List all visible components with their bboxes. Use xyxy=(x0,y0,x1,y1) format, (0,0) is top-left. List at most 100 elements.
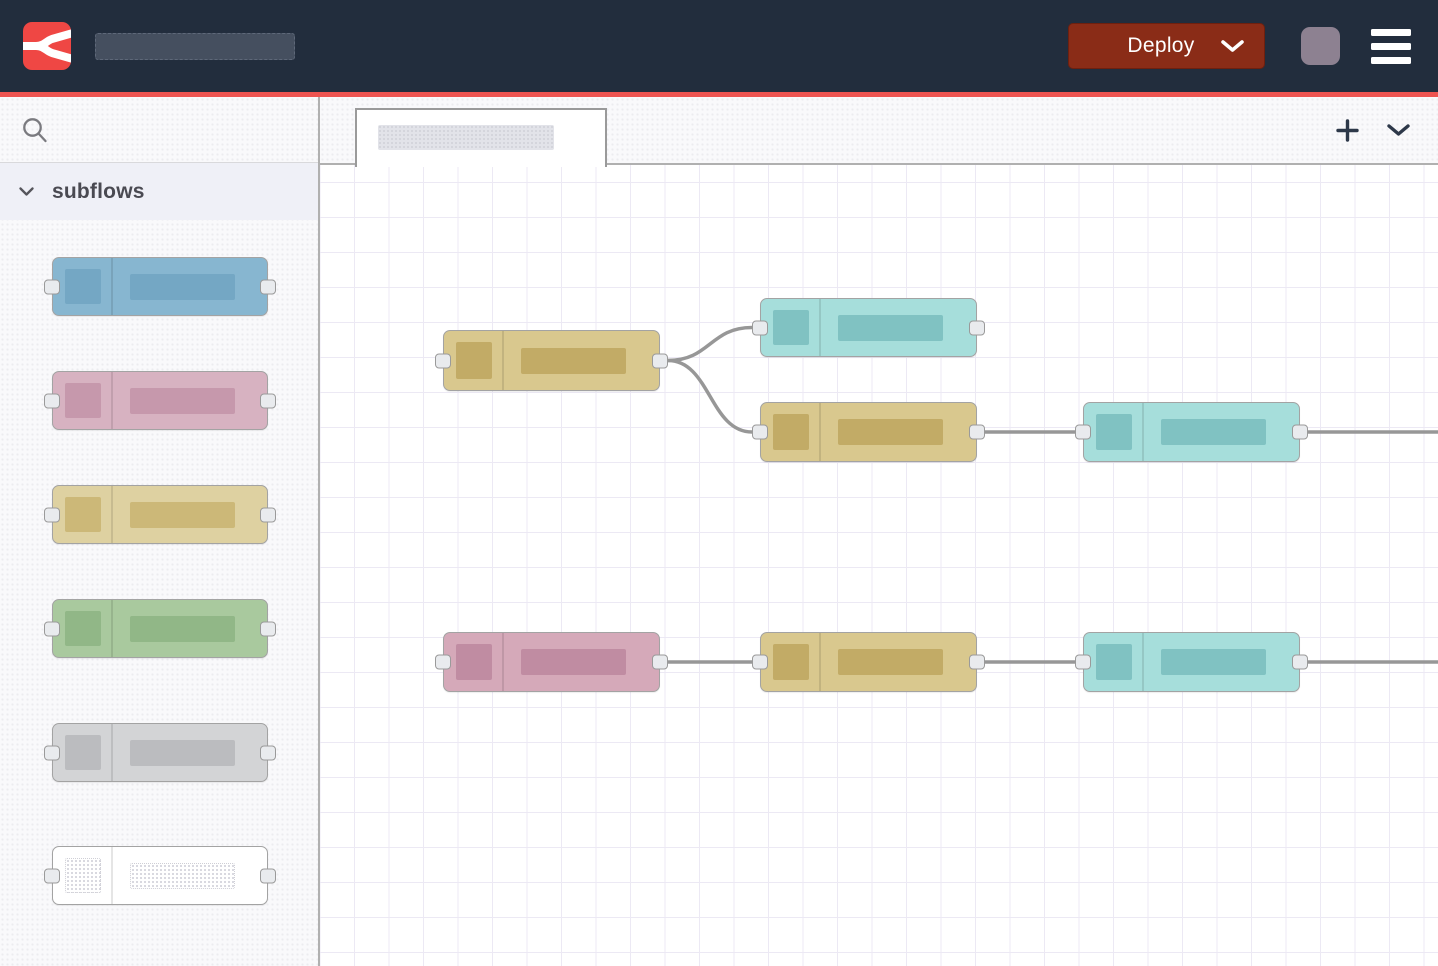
node-input-port[interactable] xyxy=(44,621,60,636)
node-label-placeholder xyxy=(130,501,235,528)
palette-node-green[interactable] xyxy=(44,599,276,658)
node-label-placeholder xyxy=(130,862,235,889)
flow-tab[interactable] xyxy=(355,108,607,167)
palette-node-yellow[interactable] xyxy=(44,485,276,544)
chevron-down-icon xyxy=(1387,123,1410,136)
node-icon-box xyxy=(65,383,101,418)
flow-node-yellow-1[interactable] xyxy=(435,330,668,391)
node-input-port[interactable] xyxy=(44,868,60,883)
node-input-port[interactable] xyxy=(435,654,451,670)
node-label-placeholder xyxy=(1161,649,1266,675)
node-output-port[interactable] xyxy=(969,320,985,335)
flow-canvas[interactable] xyxy=(320,165,1438,966)
search-icon xyxy=(23,117,47,142)
palette-node-white[interactable] xyxy=(44,846,276,905)
node-divider xyxy=(111,486,113,543)
node-divider xyxy=(111,724,113,781)
node-output-port[interactable] xyxy=(260,279,276,294)
flow-node-yellow-3[interactable] xyxy=(752,632,985,692)
node-label-placeholder xyxy=(130,615,235,642)
user-avatar[interactable] xyxy=(1301,27,1340,65)
node-divider xyxy=(1142,403,1144,461)
node-output-port[interactable] xyxy=(969,654,985,670)
flow-node-teal-1[interactable] xyxy=(752,298,985,357)
flow-node-teal-2[interactable] xyxy=(1075,402,1308,462)
deploy-button[interactable]: Deploy xyxy=(1068,23,1265,69)
node-icon-box xyxy=(773,644,809,680)
header-accent-line xyxy=(0,92,1438,97)
hamburger-menu-icon xyxy=(1371,28,1411,36)
node-input-port[interactable] xyxy=(44,279,60,294)
palette-node-list xyxy=(0,220,318,966)
node-label-placeholder xyxy=(838,649,943,675)
flow-node-yellow-2[interactable] xyxy=(752,402,985,462)
node-output-port[interactable] xyxy=(260,621,276,636)
node-input-port[interactable] xyxy=(1075,424,1091,440)
plus-icon xyxy=(1336,118,1359,142)
node-label-placeholder xyxy=(130,739,235,766)
node-output-port[interactable] xyxy=(1292,654,1308,670)
node-output-port[interactable] xyxy=(260,507,276,522)
palette-node-gray[interactable] xyxy=(44,723,276,782)
wire[interactable] xyxy=(667,325,753,363)
node-input-port[interactable] xyxy=(752,320,768,335)
node-label-placeholder xyxy=(521,347,626,374)
node-divider xyxy=(502,633,504,691)
node-icon-box xyxy=(65,858,101,893)
node-label-placeholder xyxy=(838,314,943,341)
node-output-port[interactable] xyxy=(260,393,276,408)
wire-layer xyxy=(667,325,1438,664)
palette-sidebar: subflows xyxy=(0,97,320,966)
node-icon-box xyxy=(65,269,101,304)
node-red-logo-icon xyxy=(23,22,71,70)
node-label-placeholder xyxy=(1161,419,1266,445)
chevron-down-icon xyxy=(1221,39,1244,52)
node-divider xyxy=(111,258,113,315)
node-output-port[interactable] xyxy=(260,745,276,760)
node-divider xyxy=(1142,633,1144,691)
flow-list-button[interactable] xyxy=(1385,122,1412,139)
palette-search[interactable] xyxy=(0,97,318,163)
deploy-button-label: Deploy xyxy=(1127,34,1195,57)
wire[interactable] xyxy=(667,358,753,434)
node-input-port[interactable] xyxy=(1075,654,1091,670)
palette-node-blue[interactable] xyxy=(44,257,276,316)
node-input-port[interactable] xyxy=(435,353,451,368)
node-icon-box xyxy=(65,611,101,646)
node-input-port[interactable] xyxy=(752,424,768,440)
palette-node-pink[interactable] xyxy=(44,371,276,430)
node-output-port[interactable] xyxy=(652,353,668,368)
node-output-port[interactable] xyxy=(260,868,276,883)
node-label-placeholder xyxy=(521,649,626,675)
node-output-port[interactable] xyxy=(969,424,985,440)
app-header: Deploy xyxy=(0,0,1438,92)
node-output-port[interactable] xyxy=(1292,424,1308,440)
node-input-port[interactable] xyxy=(44,393,60,408)
node-output-port[interactable] xyxy=(652,654,668,670)
palette-section-label: subflows xyxy=(52,179,145,203)
node-divider xyxy=(111,600,113,657)
node-icon-box xyxy=(65,735,101,770)
flow-node-pink-1[interactable] xyxy=(435,632,668,692)
node-icon-box xyxy=(1096,644,1132,680)
add-flow-button[interactable] xyxy=(1334,117,1361,144)
node-divider xyxy=(819,633,821,691)
flow-node-teal-3[interactable] xyxy=(1075,632,1308,692)
workspace xyxy=(320,97,1438,966)
node-icon-box xyxy=(773,414,809,450)
node-label-placeholder xyxy=(130,273,235,300)
node-icon-box xyxy=(456,644,492,680)
node-icon-box xyxy=(456,342,492,379)
chevron-down-icon xyxy=(19,186,34,197)
node-divider xyxy=(819,403,821,461)
node-input-port[interactable] xyxy=(752,654,768,670)
node-label-placeholder xyxy=(838,419,943,445)
palette-section-subflows[interactable]: subflows xyxy=(0,163,318,220)
node-input-port[interactable] xyxy=(44,507,60,522)
flow-tab-bar xyxy=(320,97,1438,167)
node-input-port[interactable] xyxy=(44,745,60,760)
node-divider xyxy=(111,847,113,904)
node-divider xyxy=(819,299,821,356)
hamburger-menu-button[interactable] xyxy=(1371,28,1411,64)
